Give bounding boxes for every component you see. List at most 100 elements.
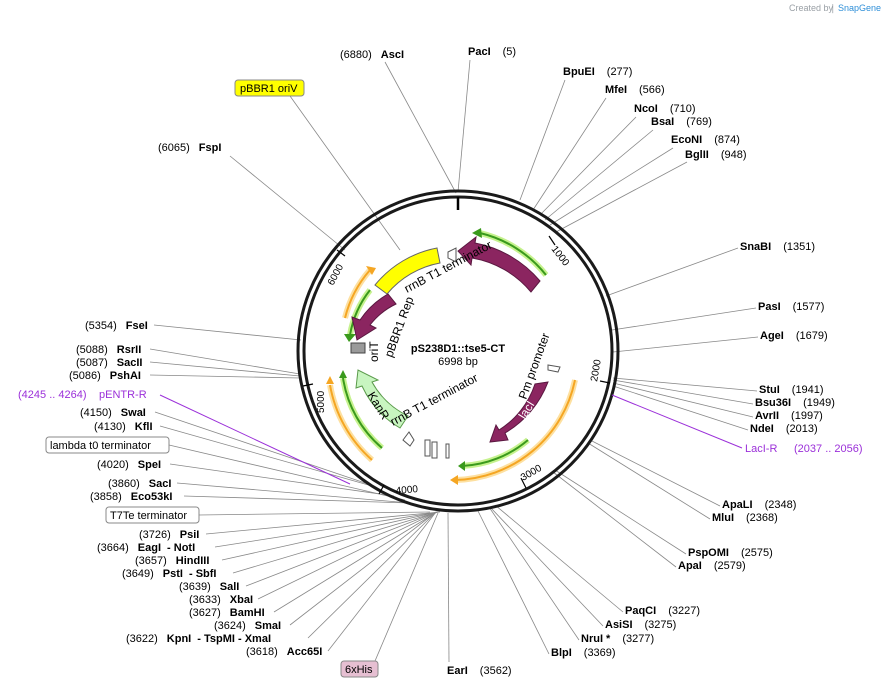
enzyme-snabi[interactable]: SnaBI(1351) [740, 241, 815, 253]
enzyme-eco53ki[interactable]: (3858)Eco53kI [90, 491, 172, 503]
enzyme-bsai[interactable]: BsaI(769) [651, 116, 712, 128]
green-arrow-left-bottom-head [339, 370, 347, 378]
laci-feature[interactable] [489, 381, 549, 443]
enzyme-bsu36i[interactable]: Bsu36I(1949) [755, 397, 835, 409]
enzyme-acc65i-position: (3618) [246, 646, 278, 658]
enzyme-psti[interactable]: (3649)PstI- SbfI [122, 568, 216, 580]
leader-his6 [374, 512, 439, 662]
leader-lambda-t0 [168, 444, 406, 501]
credit: Created by ❘ SnapGene [789, 3, 881, 14]
orit-feature[interactable] [350, 342, 366, 354]
enzyme-ndei[interactable]: NdeI(2013) [750, 423, 818, 435]
green-arrow-left-top [349, 289, 371, 336]
enzyme-pasi[interactable]: PasI(1577) [758, 301, 824, 313]
enzyme-hindiii[interactable]: (3657)HindIII [135, 555, 209, 567]
lambda-t0-terminator-box[interactable] [45, 436, 170, 454]
leader-spei [169, 463, 395, 497]
enzyme-econi[interactable]: EcoNI(874) [671, 134, 740, 146]
tick-6000 [336, 249, 346, 257]
enzyme-apai[interactable]: ApaI(2579) [678, 560, 746, 572]
enzyme-fsei[interactable]: (5354)FseI [85, 320, 148, 332]
leader-hindiii [221, 511, 439, 561]
enzyme-asisi-name: AsiSI [605, 619, 633, 631]
enzyme-stui[interactable]: StuI(1941) [759, 384, 824, 396]
tick-label-2000: 2000 [589, 358, 604, 382]
enzyme-bamhi[interactable]: (3627)BamHI [189, 607, 265, 619]
enzyme-apai-name: ApaI [678, 560, 702, 572]
enzyme-asisi-position: (3275) [645, 619, 677, 631]
enzyme-asci[interactable]: (6880)AscI [340, 49, 404, 61]
enzyme-paqci-position: (3227) [668, 605, 700, 617]
pbbr1-oriv-box[interactable] [234, 79, 305, 97]
enzyme-kpni[interactable]: (3622)KpnI- TspMI - XmaI [126, 633, 271, 645]
enzyme-hindiii-name: HindIII [176, 555, 210, 567]
enzyme-bsai-position: (769) [686, 116, 712, 128]
t7te-terminator-box[interactable] [105, 506, 200, 524]
enzyme-eari[interactable]: EarI(3562) [447, 665, 512, 677]
enzyme-labels: (6880)AscI PacI(5) BpuEI(277) MfeI(566) NcoI… [69, 46, 835, 677]
orange-arrow-left-top [344, 269, 371, 319]
enzyme-apali[interactable]: ApaLI(2348) [722, 499, 796, 511]
enzyme-agei[interactable]: AgeI(1679) [760, 330, 828, 342]
enzyme-paqci[interactable]: PaqCI(3227) [625, 605, 700, 617]
enzyme-asci-position: (6880) [340, 49, 372, 61]
xyls-cds-line [479, 232, 547, 276]
enzyme-smai-name: SmaI [255, 620, 281, 632]
enzyme-ncoi[interactable]: NcoI(710) [634, 103, 696, 115]
enzyme-mlui[interactable]: MluI(2368) [712, 512, 778, 524]
enzyme-asisi[interactable]: AsiSI (3275) [605, 619, 676, 631]
his6-tag-box[interactable] [340, 660, 379, 678]
enzyme-swai-name: SwaI [121, 407, 146, 419]
enzyme-saci[interactable]: (3860)SacI [108, 478, 171, 490]
leader-saci [176, 482, 411, 504]
pbbr1-oriv-feature[interactable] [374, 247, 441, 295]
enzyme-pshai[interactable]: (5086)PshAI [69, 370, 141, 382]
enzyme-fsei-position: (5354) [85, 320, 117, 332]
enzyme-avrii[interactable]: AvrII(1997) [755, 410, 823, 422]
enzyme-sali-position: (3639) [179, 581, 211, 593]
enzyme-spei[interactable]: (4020)SpeI [97, 459, 161, 471]
tick-3000 [520, 477, 527, 489]
enzyme-kfli[interactable]: (4130)KflI [94, 421, 153, 433]
enzyme-bglii[interactable]: BglII(948) [685, 149, 747, 161]
leader-stui [612, 377, 758, 392]
enzyme-bglii-position: (948) [721, 149, 747, 161]
enzyme-ndei-position: (2013) [786, 423, 818, 435]
laci-r-name[interactable]: LacI-R [745, 443, 777, 455]
leader-fspi [229, 155, 346, 251]
xyls-cds-arrowhead [472, 228, 482, 238]
enzyme-acc65i-name: Acc65I [287, 646, 322, 658]
pentr-r-name[interactable]: pENTR-R [99, 389, 147, 401]
enzyme-eagi-position: (3664) [97, 542, 129, 554]
enzyme-xbai[interactable]: (3633)XbaI [189, 594, 253, 606]
tick-label-1000: 1000 [549, 244, 572, 269]
enzyme-xbai-name: XbaI [230, 594, 253, 606]
leader-lines [149, 59, 759, 663]
enzyme-spei-name: SpeI [138, 459, 161, 471]
leader-sali [245, 511, 438, 587]
enzyme-econi-position: (874) [714, 134, 740, 146]
enzyme-blpi[interactable]: BlpI(3369) [551, 647, 616, 659]
enzyme-mfei[interactable]: MfeI(566) [605, 84, 665, 96]
tick-2000 [599, 380, 611, 384]
pbbr1-rep-feature[interactable] [351, 293, 397, 341]
enzyme-bpuei[interactable]: BpuEI(277) [563, 66, 632, 78]
enzyme-swai[interactable]: (4150)SwaI [80, 407, 146, 419]
kanr-feature[interactable] [355, 369, 409, 429]
enzyme-sali[interactable]: (3639)SalI [179, 581, 239, 593]
enzyme-sacii[interactable]: (5087)SacII [76, 357, 142, 369]
enzyme-rsrii[interactable]: (5088)RsrII [76, 344, 141, 356]
orange-arrow-right [454, 379, 576, 481]
enzyme-acc65i[interactable]: (3618) Acc65I [246, 646, 322, 658]
enzyme-eagi[interactable]: (3664)EagI- NotI [97, 542, 195, 554]
leader-paci [457, 59, 471, 193]
leader-smai [289, 511, 437, 626]
enzyme-psii[interactable]: (3726)PsiI [139, 529, 199, 541]
plasmid-center-label: pS238D1::tse5-CT 6998 bp [411, 343, 505, 368]
xyls-feature[interactable] [457, 235, 541, 293]
enzyme-nrui[interactable]: NruI *(3277) [581, 633, 654, 645]
enzyme-smai[interactable]: (3624)SmaI [214, 620, 281, 632]
enzyme-fspi[interactable]: (6065)FspI [158, 142, 221, 154]
enzyme-paci[interactable]: PacI(5) [468, 46, 516, 58]
enzyme-pspomi[interactable]: PspOMI(2575) [688, 547, 773, 559]
